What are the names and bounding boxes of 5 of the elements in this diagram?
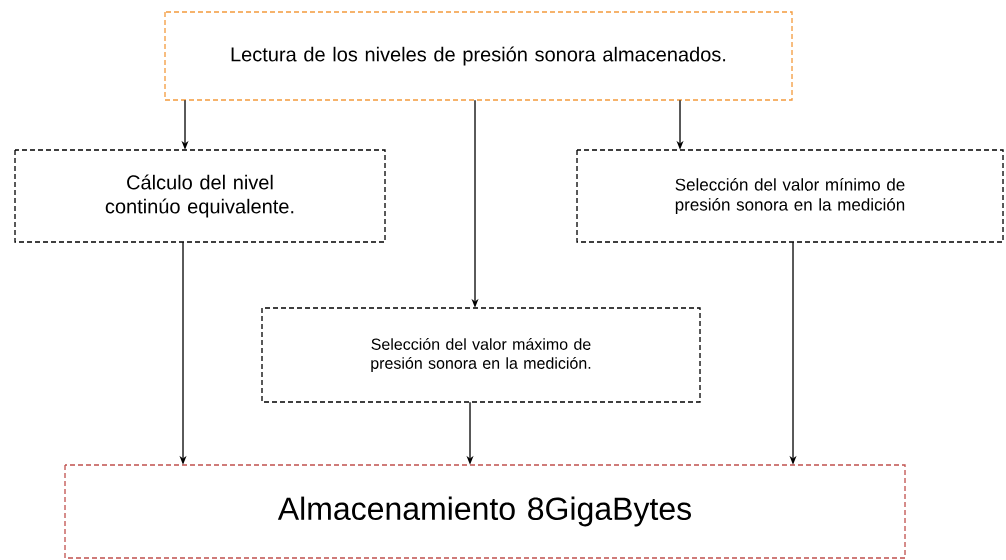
process-box: Selección del valor mínimo de presión sonora en la medición [576,149,1004,243]
process-box: Cálculo del nivel continúo equivalente. [14,149,386,243]
process-box: Lectura de los niveles de presión sonora almacenados. [164,11,793,101]
process-box: Almacenamiento 8GigaBytes [64,464,906,559]
process-box: Selección del valor máximo de presión sonora en la medición. [261,307,701,403]
